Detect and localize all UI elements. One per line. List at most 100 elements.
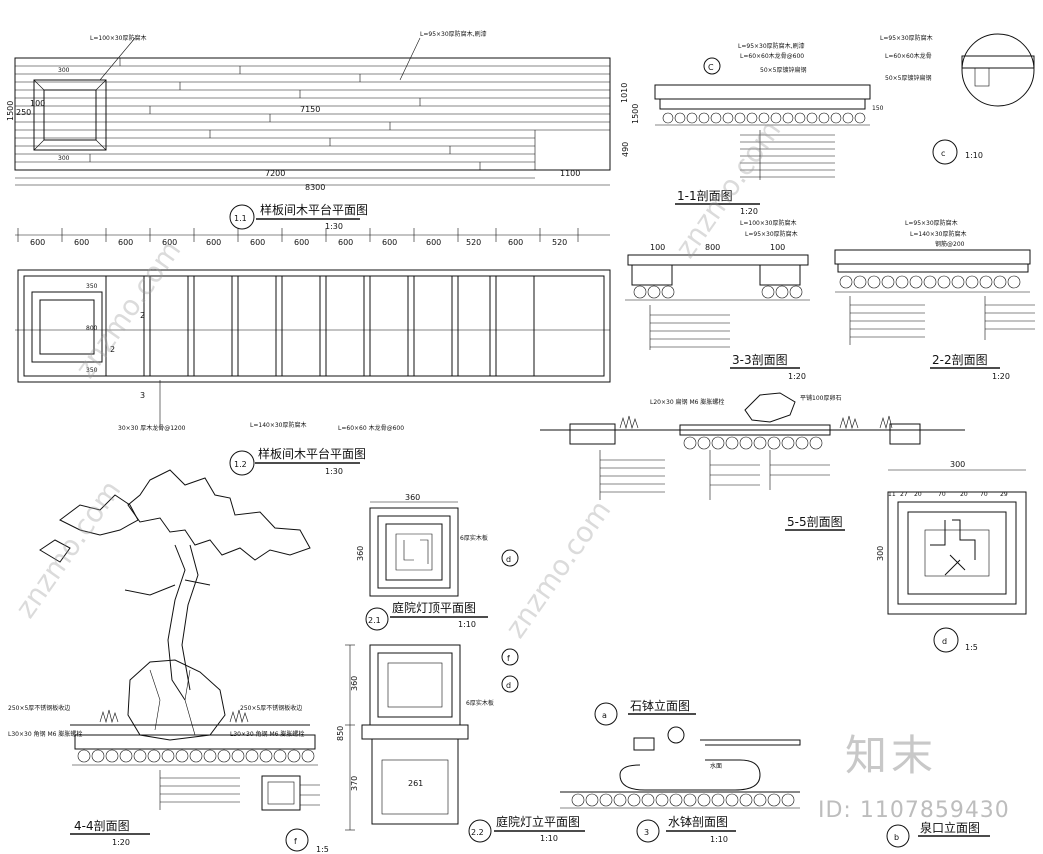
dim-label: 300 (876, 546, 885, 561)
sec-4-4-title: 4-4剖面图 (74, 819, 130, 833)
dim-label: 7200 (265, 169, 285, 178)
dim-label: 490 (621, 142, 630, 157)
dim-label: 600 (250, 238, 265, 247)
dim-label: 300 (58, 67, 70, 74)
note: L=60×60木龙骨@600 (740, 52, 804, 60)
dim-label: 600 (382, 238, 397, 247)
callout-f: f (507, 654, 510, 663)
note: L30×30 角钢 M6 膨胀螺栓 (8, 730, 82, 738)
note: 50×5厚镀锌扁钢 (885, 74, 931, 82)
note: 30×30 厚木龙骨@1200 (118, 424, 186, 432)
note: 6厚实木板 (460, 534, 488, 542)
dim-label: 1500 (631, 104, 640, 124)
stone-b-title: 泉口立面图 (920, 820, 980, 835)
stone-a-label: a (602, 711, 607, 720)
section-mark: 2 (110, 345, 115, 354)
section-mark: 2 (140, 311, 145, 320)
lamp-2-2-scale: 1:10 (540, 834, 558, 843)
stone-3-title: 水钵剖面图 (668, 814, 728, 829)
dim-label: 520 (466, 238, 481, 247)
note: L20×30 扁钢 M6 膨胀螺栓 (650, 398, 724, 406)
dim-label: 1010 (620, 83, 629, 103)
dim-label: 250 (16, 108, 31, 117)
sec-3-3-scale: 1:20 (788, 372, 806, 381)
dim-label: 150 (872, 105, 884, 112)
note: L=60×60木龙骨 (885, 52, 932, 60)
plan-1-1-num: 1.1 (234, 214, 247, 223)
callout-d: d (506, 681, 511, 690)
dim-label: 600 (426, 238, 441, 247)
dim-label: 360 (405, 493, 420, 502)
note: 平铺100厚卵石 (800, 394, 841, 402)
dim-label: 600 (294, 238, 309, 247)
note: 250×5厚不锈钢板收边 (240, 704, 302, 712)
sec-2-2-title: 2-2剖面图 (932, 353, 988, 367)
sec-1-1-title: 1-1剖面图 (677, 189, 733, 203)
dim-label: 360 (356, 546, 365, 561)
section-4-4: 250×5厚不锈钢板收边 L30×30 角钢 M6 膨胀螺栓 250×5厚不锈钢… (8, 469, 318, 847)
plan-1-2-title: 样板间木平台平面图 (258, 446, 366, 461)
stone-3-num: 3 (644, 828, 649, 837)
note: L=60×60 木龙骨@600 (338, 424, 404, 432)
dim-label: 360 (350, 676, 359, 691)
lamp-top-plan: 360 360 6厚实木板 d 2.1 庭院灯顶平面图 1:10 (356, 493, 519, 631)
note: L=95×30厚防腐木 (905, 219, 958, 227)
note: L=95×30厚防腐木 (745, 230, 798, 238)
callout-c: C (708, 63, 714, 72)
note: 钢筋@200 (935, 240, 965, 248)
dim-label: 800 (86, 325, 98, 332)
dim-label: 100 (770, 243, 785, 252)
lamp-2-1-scale: 1:10 (458, 620, 476, 629)
detail-d-label: d (942, 637, 947, 646)
detail-d-scale: 1:5 (965, 643, 978, 652)
lamp-2-2-num: 2.2 (471, 828, 484, 837)
water-label: 水面 (710, 762, 722, 770)
note: L=95×30厚防腐木 (880, 34, 933, 42)
dim-label: 7150 (300, 105, 320, 114)
dim-label: 350 (86, 283, 98, 290)
dim-label: 800 (705, 243, 720, 252)
plan-1-1-title: 样板间木平台平面图 (260, 202, 368, 217)
dim-label: 600 (338, 238, 353, 247)
dim-label: 350 (86, 367, 98, 374)
note: L=95×30厚防腐木,刷漆 (738, 42, 805, 50)
note: L=140×30厚防腐木 (910, 230, 967, 238)
detail-c-label: c (941, 149, 945, 158)
lamp-2-1-num: 2.1 (368, 616, 381, 625)
watermark-id: ID: 1107859430 (818, 798, 1010, 823)
lamp-2-1-title: 庭院灯顶平面图 (392, 600, 476, 615)
lamp-elevation: 360 850 370 261 6厚实木板 f d 2.2 庭院灯立平面图 1:… (336, 644, 585, 843)
dim-label: 100 (30, 99, 45, 108)
dim-label: 8300 (305, 183, 325, 192)
watermark-layer: znzmo.com znzmo.com znzmo.com znzmo.com (9, 114, 788, 644)
note: L=100×30厚防腐木 (740, 219, 797, 227)
watermark-text: znzmo.com (69, 234, 188, 384)
dim-label: 600 (74, 238, 89, 247)
plan-1-2: 600 600 600 600 600 600 600 600 600 600 … (15, 228, 611, 476)
dim-label: 520 (552, 238, 567, 247)
dim-label: 1500 (6, 101, 15, 121)
stone-a-title: 石钵立面图 (630, 698, 690, 713)
dim-label: 20 (914, 491, 922, 498)
watermark-text: znzmo.com (499, 494, 618, 644)
dim-label: 600 (206, 238, 221, 247)
dim-label: 300 (950, 460, 965, 469)
note: 6厚实木板 (466, 699, 494, 707)
dim-label: L=100×30厚防腐木 (90, 34, 147, 42)
dim-label: 600 (30, 238, 45, 247)
detail-c-scale: 1:10 (965, 151, 983, 160)
note: L30×30 角钢 M6 膨胀螺栓 (230, 730, 304, 738)
dim-label: 70 (938, 491, 946, 498)
stone-b-label: b (894, 833, 899, 842)
dim-label: 600 (162, 238, 177, 247)
watermark-brand: 知末 (845, 731, 938, 780)
dim-label: 20 (960, 491, 968, 498)
dim-label: L=95×30厚防腐木,刷漆 (420, 30, 487, 38)
note: 50×5厚镀锌扁钢 (760, 66, 806, 74)
dim-label: 27 (900, 491, 908, 498)
sec-4-4-scale: 1:20 (112, 838, 130, 847)
plan-1-1-scale: 1:30 (325, 222, 343, 231)
section-3-3: 100 800 100 L=100×30厚防腐木 L=95×30厚防腐木 3-3… (625, 219, 810, 381)
dim-label: 11 (888, 491, 896, 498)
